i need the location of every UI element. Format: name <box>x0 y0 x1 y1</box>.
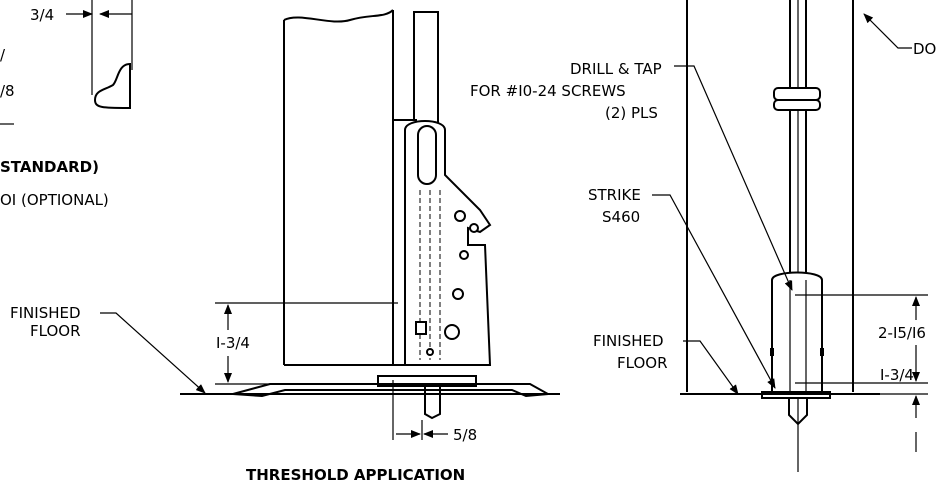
door-leader <box>863 13 912 49</box>
strike-body <box>771 271 823 393</box>
finished-floor-right-label-1: FINISHED <box>593 332 664 350</box>
strike-tab <box>770 348 774 356</box>
screw-hole <box>426 348 434 356</box>
top-left-detail: 3/4 / /8 STANDARD) OI (OPTIONAL) <box>0 0 133 209</box>
screw-hole <box>452 288 464 300</box>
screw-hole <box>454 210 466 222</box>
strike-label-2: S460 <box>602 208 640 226</box>
slot <box>417 125 437 185</box>
drill-tap-label-3: (2) PLS <box>605 104 658 122</box>
dim-three-quarter-label: 3/4 <box>30 6 54 24</box>
strike-tab <box>820 348 824 356</box>
door-label-frag: DO <box>913 40 936 58</box>
drill-tap-leader <box>674 65 793 291</box>
threshold-profile-shape <box>93 62 131 110</box>
screw-hole-large <box>444 324 460 340</box>
dim-one-three-quarter-right: I-3/4 <box>880 366 914 384</box>
rod-guide-bottom <box>773 99 821 111</box>
screw-hole <box>469 223 479 233</box>
finished-floor-right-leader <box>683 340 739 395</box>
frag-tick: / <box>0 46 6 64</box>
screw-hole <box>459 250 469 260</box>
dim-two-fifteen-sixteenths: 2-I5/I6 <box>878 324 926 342</box>
finished-floor-left-label-1: FINISHED <box>10 304 81 322</box>
strike-drawing: DO DRILL & TAP FOR #I0-24 SCREWS (2) PLS… <box>470 0 936 472</box>
strike-bolt-tip <box>788 398 808 426</box>
finished-floor-right-label-2: FLOOR <box>617 354 668 372</box>
dim-five-eighths: 5/8 <box>453 426 477 444</box>
threshold-application-caption: THRESHOLD APPLICATION <box>246 466 465 484</box>
square-hole <box>415 321 427 335</box>
optional-label: OI (OPTIONAL) <box>0 191 109 209</box>
standard-label: STANDARD) <box>0 158 99 176</box>
frag-seven-eighths: /8 <box>0 82 15 100</box>
strike-label-1: STRIKE <box>588 186 641 204</box>
finished-floor-left-label-2: FLOOR <box>30 322 81 340</box>
bolt-tip <box>424 386 441 420</box>
threshold-top-plate <box>377 375 477 387</box>
drill-tap-label-2: FOR #I0-24 SCREWS <box>470 82 626 100</box>
threshold-drawing: FINISHED FLOOR I-3/4 5/8 THRESHOLD APPLI… <box>10 9 560 484</box>
door-break-line <box>283 9 394 23</box>
rod-guide-top <box>773 87 821 101</box>
drill-tap-label-1: DRILL & TAP <box>570 60 662 78</box>
strike-leader <box>652 194 776 389</box>
dim-one-three-quarter-left: I-3/4 <box>216 334 250 352</box>
finished-floor-left-leader <box>100 312 206 394</box>
